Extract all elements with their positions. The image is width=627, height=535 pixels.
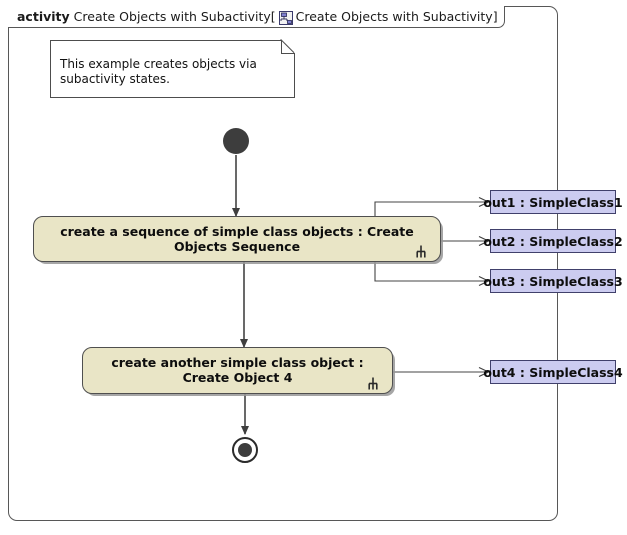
- frame-bracket-close: ]: [492, 9, 498, 24]
- action-node-create-object-4[interactable]: create another simple class object : Cre…: [82, 347, 393, 394]
- activity-final-node[interactable]: [232, 437, 258, 463]
- note-body: [50, 40, 295, 98]
- object-node-out4[interactable]: out4 : SimpleClass4: [483, 360, 623, 384]
- initial-node[interactable]: [223, 128, 249, 154]
- comment-note[interactable]: This example creates objects via subacti…: [50, 40, 298, 101]
- rake-subactivity-icon: [414, 243, 428, 258]
- frame-diagram-name: Create Objects with Subactivity: [295, 9, 493, 24]
- frame-name: Create Objects with Subactivity: [73, 9, 271, 24]
- rake-subactivity-icon: [366, 375, 380, 390]
- note-text: This example creates objects via subacti…: [60, 57, 257, 86]
- activity-diagram-icon: [278, 10, 293, 25]
- note-fold-corner: [281, 40, 295, 54]
- final-node-inner: [238, 443, 252, 457]
- action-node-create-objects-sequence[interactable]: create a sequence of simple class object…: [33, 216, 441, 262]
- object-node-out2[interactable]: out2 : SimpleClass2: [483, 229, 623, 253]
- activity-frame-title-tab[interactable]: activity Create Objects with Subactivity…: [8, 6, 505, 28]
- action-node-label: create a sequence of simple class object…: [60, 224, 414, 254]
- frame-bracket-open: [: [270, 9, 276, 24]
- frame-keyword: activity: [17, 9, 70, 24]
- object-node-out1[interactable]: out1 : SimpleClass1: [483, 190, 623, 214]
- action-node-label: create another simple class object : Cre…: [111, 355, 364, 385]
- object-node-out3[interactable]: out3 : SimpleClass3: [483, 269, 623, 293]
